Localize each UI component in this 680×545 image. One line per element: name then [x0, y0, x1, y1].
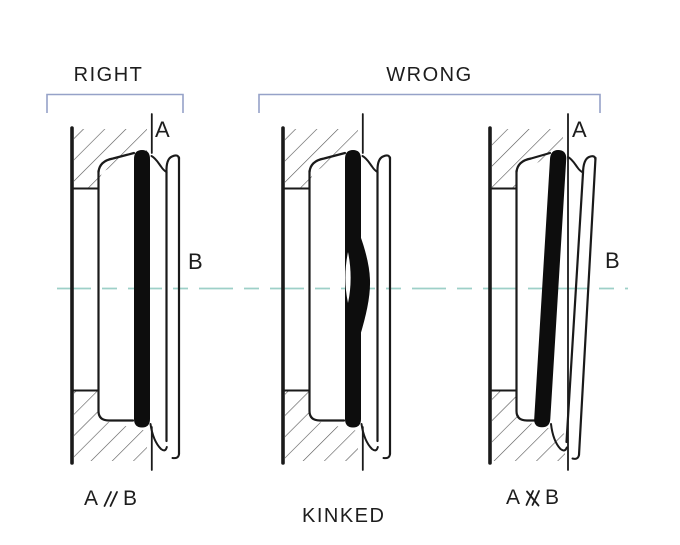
counterface-top-cap [581, 155, 597, 175]
caption-tilted: A B [506, 486, 559, 510]
shaft-label-correct: A [155, 117, 170, 142]
seal-case [97, 169, 135, 422]
parallel-icon [103, 491, 118, 507]
counterface-top-cap [165, 154, 181, 174]
lip-curve-top [150, 155, 168, 173]
counterface-right-edge [577, 156, 597, 457]
caption-correct: A B [84, 487, 137, 511]
lip-curve-bottom [550, 423, 568, 452]
housing-hatch-bottom [492, 391, 565, 461]
seal-element-tilted [534, 150, 567, 428]
counterface-label-correct: B [188, 249, 203, 274]
caption-kinked: KINKED [302, 505, 386, 527]
not-parallel-icon [525, 490, 540, 507]
lip-curve-top [361, 155, 379, 173]
panel-correct-drawing [70, 113, 181, 471]
seal-case-flange [308, 151, 347, 174]
seal-kink-gap [345, 252, 351, 303]
counterface-left-edge [565, 171, 585, 444]
shaft-label-tilted: A [572, 117, 587, 142]
group-title-wrong: WRONG [386, 64, 473, 86]
seal-element [134, 150, 150, 428]
seal-case-flange [97, 151, 136, 174]
caption-tilted-b: B [545, 486, 560, 509]
housing-hatch-bottom [285, 391, 358, 461]
housing-hatch-bottom [74, 391, 147, 461]
wrong-bracket [258, 93, 601, 113]
panel-kinked-drawing [281, 113, 392, 471]
counterface-top-cap [376, 154, 392, 174]
counterface-foot [382, 453, 391, 460]
seal-case-flange [515, 151, 552, 174]
caption-correct-b: B [123, 487, 138, 510]
seal-case [515, 169, 551, 422]
lip-curve-top [567, 156, 584, 174]
caption-tilted-a: A [506, 486, 521, 509]
lip-curve-bottom [149, 423, 168, 452]
counterface-foot [171, 453, 180, 460]
panel-tilted-drawing [488, 113, 597, 471]
seal-kink-bulge [360, 235, 371, 336]
seal-element [345, 150, 361, 428]
lip-curve-bottom [360, 423, 379, 452]
seal-case [308, 169, 346, 422]
counterface-foot [571, 454, 580, 460]
group-title-right: RIGHT [73, 64, 144, 86]
right-bracket [46, 93, 184, 113]
counterface-label-tilted: B [605, 248, 620, 273]
caption-correct-a: A [84, 487, 99, 510]
